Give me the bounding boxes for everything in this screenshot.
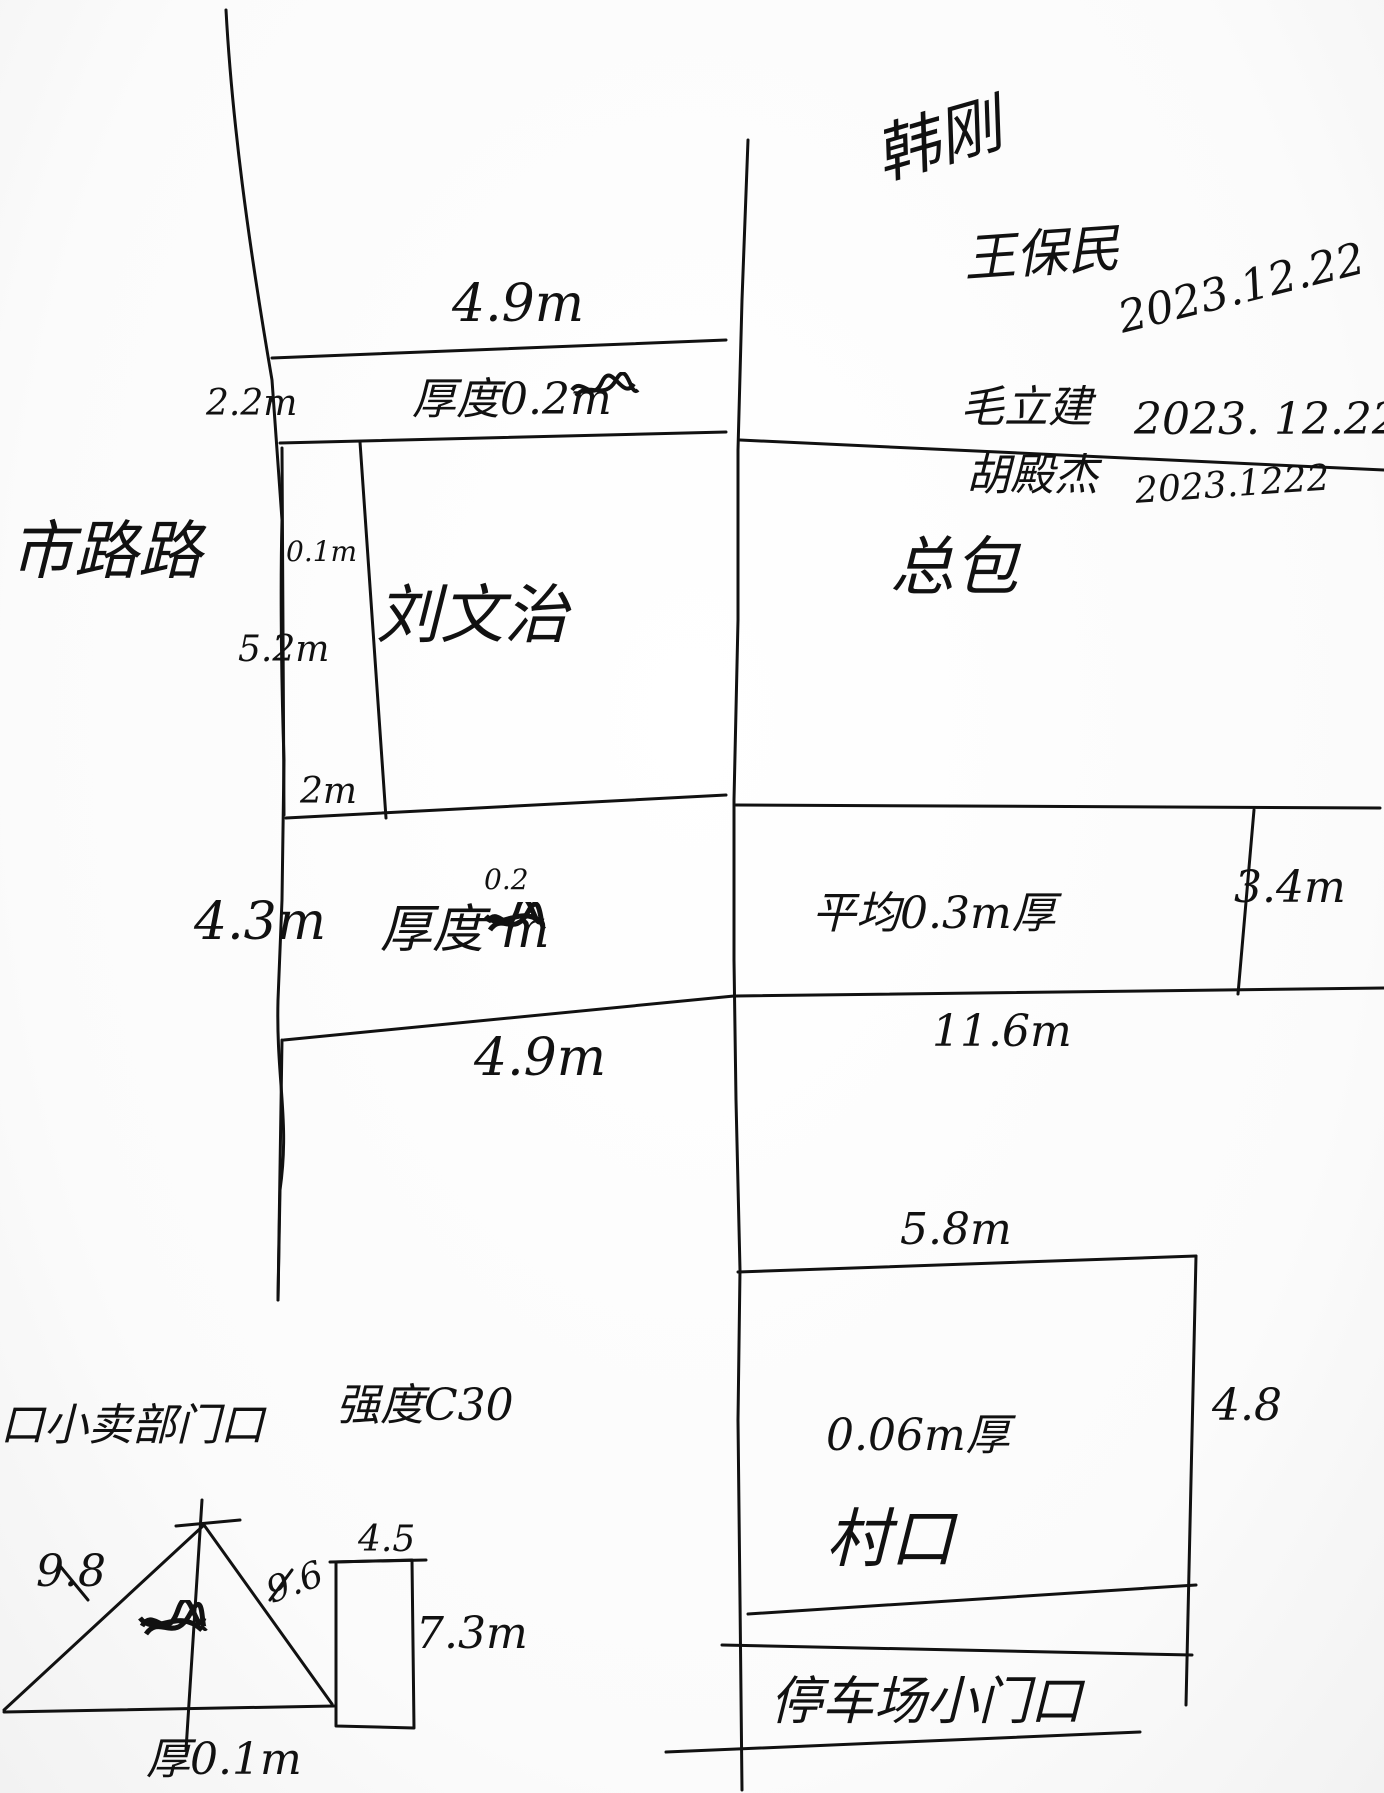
dim-lower-width: 5.8m bbox=[900, 1204, 1012, 1255]
dim-tri-thickness: 厚0.1m bbox=[146, 1734, 302, 1785]
triangle-right-leader bbox=[268, 1568, 294, 1602]
bottom-road-line bbox=[664, 1730, 1142, 1754]
right-upper-horizontal bbox=[738, 438, 1384, 472]
signature-2-name: 王保民 bbox=[961, 219, 1122, 290]
signature-3-name: 毛立建 bbox=[960, 382, 1092, 433]
lower-plot-bottom bbox=[746, 1583, 1198, 1616]
dim-mid-height: 4.3m bbox=[194, 892, 327, 952]
owner-left: 刘文治 bbox=[376, 579, 568, 653]
dim-lower-thickness: 0.06m厚 bbox=[826, 1410, 1010, 1461]
center-vertical-line bbox=[732, 138, 750, 1792]
small-plot-divider bbox=[1236, 808, 1256, 996]
lower-plot-underline bbox=[720, 1643, 1194, 1657]
dim-right-width: 11.6m bbox=[932, 1006, 1072, 1057]
dim-right-small-width: 3.4m bbox=[1234, 862, 1346, 913]
parking-gate: 停车场小门口 bbox=[770, 1672, 1083, 1732]
dim-mid-thickness-value: 0.2 bbox=[484, 863, 529, 896]
dim-rect-height: 7.3m bbox=[416, 1608, 528, 1659]
right-lower-horizontal bbox=[734, 986, 1384, 998]
dim-top-height: 2.2m bbox=[206, 383, 298, 424]
scribble-mark-triangle bbox=[138, 1600, 208, 1636]
small-rect bbox=[334, 1558, 416, 1730]
triangle-left-leader bbox=[58, 1564, 90, 1602]
dim-strip-width: 0.1m bbox=[286, 535, 358, 568]
mid-plot-bottom bbox=[282, 994, 736, 1042]
dim-left-height: 5.2m bbox=[238, 629, 330, 670]
dim-mid-thickness: 厚度 m bbox=[380, 900, 550, 960]
scribble-mark-mid bbox=[484, 902, 546, 932]
lower-left-vertical bbox=[276, 1038, 284, 1302]
scribble-mark-top bbox=[570, 372, 640, 398]
small-rect-topline bbox=[328, 1558, 428, 1564]
top-plot-top bbox=[270, 338, 728, 360]
liu-plot-inner bbox=[358, 440, 388, 820]
village-entrance: 村口 bbox=[826, 1503, 954, 1577]
street-name: 市路路 bbox=[10, 515, 202, 589]
dim-bottom-small: 2m bbox=[300, 771, 358, 812]
dim-lower-height: 4.8 bbox=[1212, 1380, 1282, 1431]
right-mid-horizontal bbox=[734, 803, 1382, 810]
signature-3-date: 2023. 12.22 bbox=[1134, 394, 1384, 445]
liu-plot-left bbox=[280, 446, 286, 817]
shop-gate: 口小卖部门口 bbox=[0, 1400, 264, 1451]
owner-right: 总包 bbox=[890, 531, 1018, 605]
dim-right-avg-thickness: 平均0.3m厚 bbox=[812, 888, 1056, 939]
lower-plot-top bbox=[736, 1254, 1198, 1274]
triangle-base bbox=[2, 1704, 336, 1714]
liu-plot-bottom bbox=[284, 793, 728, 820]
signature-4-name: 胡殿杰 bbox=[966, 450, 1098, 501]
dim-top-width: 4.9m bbox=[452, 274, 585, 334]
concrete-grade: 强度C30 bbox=[336, 1380, 514, 1431]
lower-plot-right bbox=[1184, 1254, 1198, 1707]
dim-rect-width: 4.5 bbox=[358, 1519, 416, 1560]
triangle-outline bbox=[2, 1523, 334, 1712]
dim-mid-width: 4.9m bbox=[474, 1028, 607, 1088]
dim-top-thickness: 厚度0.2m bbox=[412, 374, 612, 425]
top-plot-bottom bbox=[278, 430, 728, 445]
triangle-apex-tick bbox=[174, 1518, 242, 1528]
dim-tri-left: 9.8 bbox=[36, 1546, 106, 1597]
